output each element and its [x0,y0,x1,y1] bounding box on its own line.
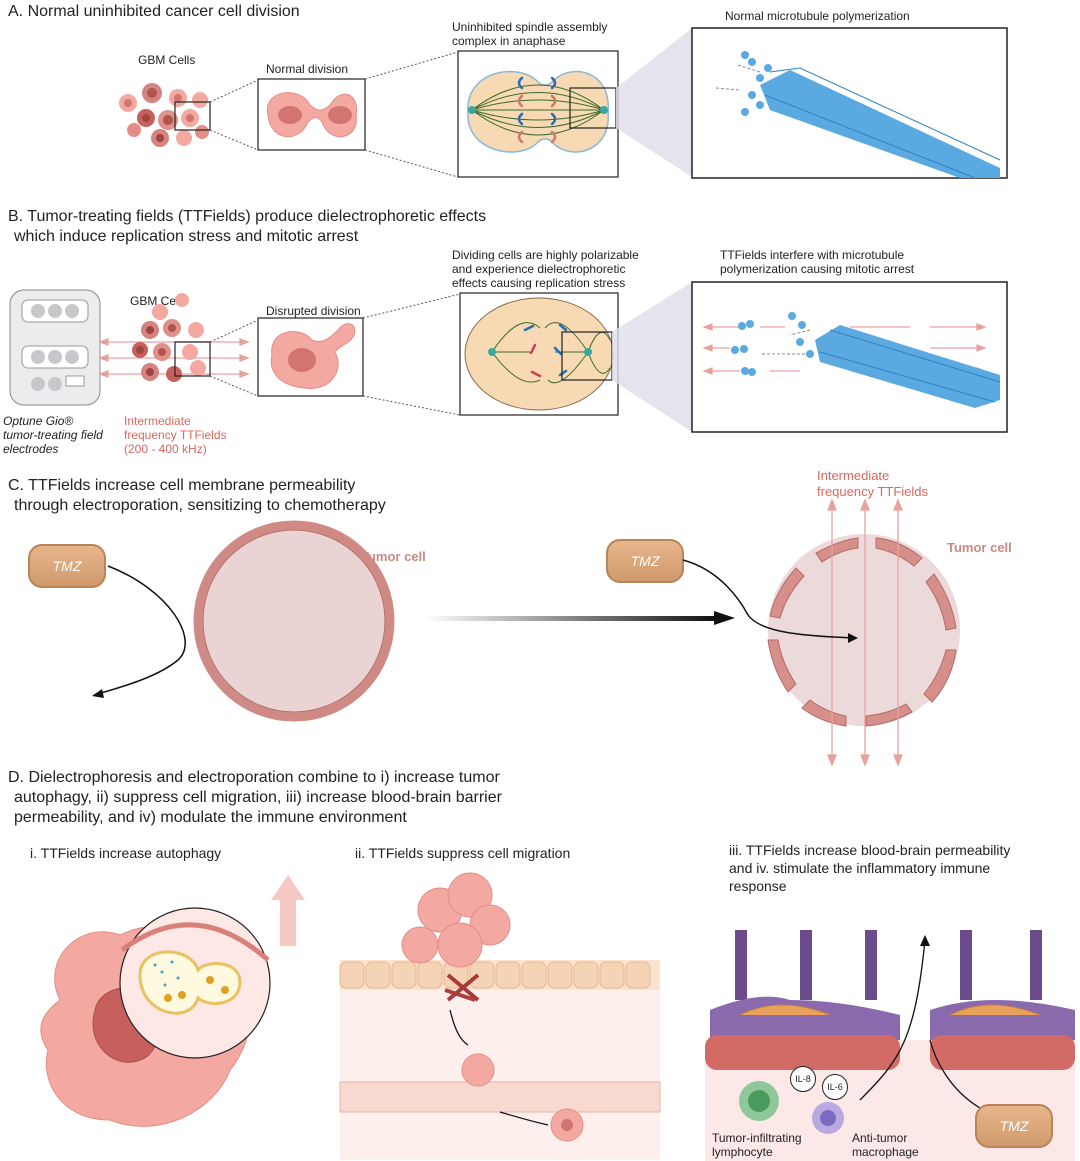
panel-b-division-label: Disrupted division [266,304,361,318]
tumor-cell-label-right: Tumor cell [947,540,1012,555]
panel-b-micro-label-1: TTFields interfere with microtubule [720,248,905,262]
freq-label-2: frequency TTFields [124,428,227,442]
panel-a-gbm-label: GBM Cells [138,53,196,67]
field-label-1: Intermediate [817,468,890,483]
lymphocyte-label-1: Tumor-infiltrating [712,1131,802,1145]
panel-b-gbm-label: GBM Cells [130,294,188,308]
panel-b-spindle-label-3: effects causing replication stress [452,276,626,290]
panel-d-title-3: permeability, and iv) modulate the immun… [14,809,407,826]
panel-d-title-1: D. Dielectrophoresis and electroporation… [8,769,500,786]
autophagy-cell [40,875,305,1127]
panel-a-micro-label: Normal microtubule polymerization [725,9,910,23]
panel-a-title: A. Normal uninhibited cancer cell divisi… [8,3,300,20]
panel-a-illustration [119,27,1008,179]
tumor-cell-label-left: Tumor cell [361,549,426,564]
sub-panel-i-label: i. TTFields increase autophagy [30,845,222,861]
bbb-scene [705,930,1075,1161]
device-label-2: tumor-treating field [3,428,103,442]
freq-label-1: Intermediate [124,414,191,428]
gbm-cell-cluster-b [132,293,206,382]
panel-a-spindle-label-1: Uninhibited spindle assembly [452,20,608,34]
microtubule-a [715,51,1001,179]
panel-a-division-label: Normal division [266,62,349,76]
sub-panel-iii-label-3: response [729,878,787,894]
panel-b-illustration [9,281,1008,433]
field-label-2: frequency TTFields [817,484,929,499]
freq-label-3: (200 - 400 kHz) [124,442,207,456]
tmz-pill-bbb: TMZ [975,1104,1053,1148]
tmz-pill-left: TMZ [28,544,106,588]
panel-c-title-1: C. TTFields increase cell membrane perme… [8,477,356,494]
migration-scene [339,872,661,1160]
macrophage-label-2: macrophage [852,1145,919,1159]
device-label-3: electrodes [3,442,59,456]
panel-b-spindle-label-2: and experience dielectrophoretic [452,262,626,276]
il8-badge: IL-8 [790,1066,816,1092]
tmz-pill-right: TMZ [606,539,684,583]
panel-a-spindle-label-2: complex in anaphase [452,34,566,48]
panel-b-title-2: which induce replication stress and mito… [14,228,359,245]
microtubule-b [731,312,1001,408]
panel-b-micro-label-2: polymerization causing mitotic arrest [720,262,915,276]
macrophage-label-1: Anti-tumor [852,1131,908,1145]
panel-b-spindle-label-1: Dividing cells are highly polarizable [452,248,639,262]
optune-device-icon [9,289,101,406]
panel-d-title-2: autophagy, ii) suppress cell migration, … [14,789,502,806]
panel-c-title-2: through electroporation, sensitizing to … [14,497,386,514]
lymphocyte-label-2: lymphocyte [712,1145,773,1159]
gbm-cell-cluster-a [119,83,209,147]
device-label-1: Optune Gio® [3,414,74,428]
il6-badge: IL-6 [822,1074,848,1100]
sub-panel-iii-label-2: and iv. stimulate the inflammatory immun… [729,860,991,876]
sub-panel-iii-label-1: iii. TTFields increase blood-brain perme… [729,842,1011,858]
sub-panel-ii-label: ii. TTFields suppress cell migration [355,845,571,861]
panel-c-illustration [92,498,960,767]
panel-b-title-1: B. Tumor-treating fields (TTFields) prod… [8,208,487,225]
